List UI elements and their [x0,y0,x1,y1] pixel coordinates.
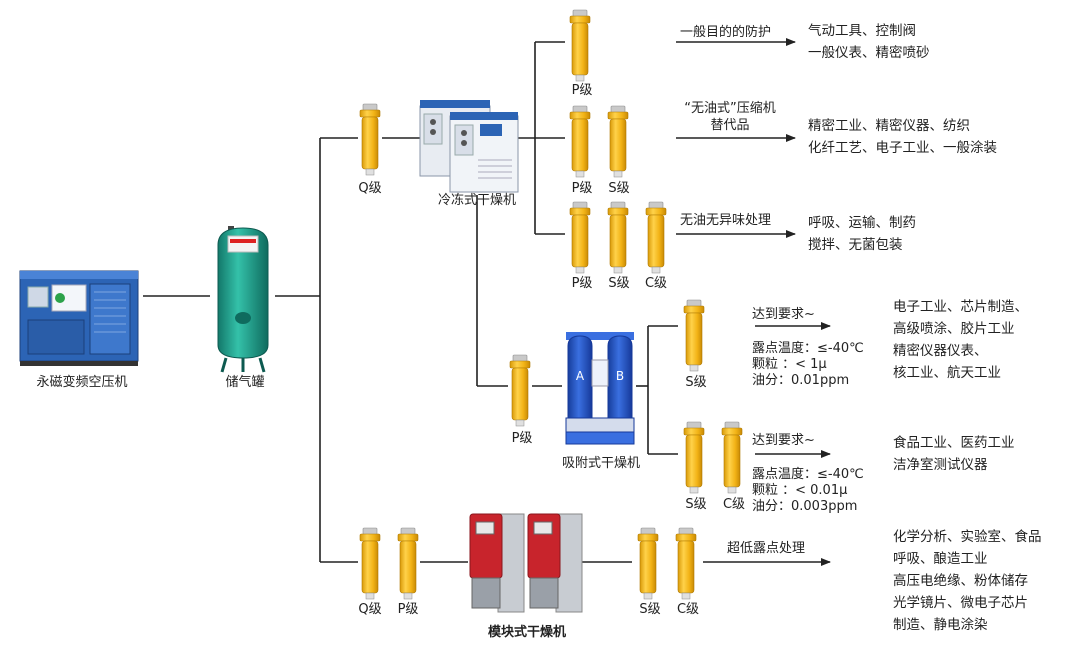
tank-image [217,226,269,373]
filter-q-refrigerated [359,103,381,176]
annotation-oilfree-line2: 替代品 [710,118,750,133]
modular-dryer-image [469,513,583,613]
applications-no-odor: 呼吸、运输、制药 搅拌、无菌包装 [808,215,916,253]
filter-q-modular [359,527,381,600]
filter-label-p-adsorption-in: P级 [511,431,533,446]
annotation-requirement-1: 达到要求~ [752,307,815,322]
adsorber-a-label: A [576,369,585,383]
filter-label-p-branch2: P级 [571,181,593,196]
spec2-oil: 油分：0.003ppm [752,499,858,514]
refrigerated-dryer-image [419,100,519,193]
filter-label-q-refrigerated: Q级 [358,181,382,196]
filter-p-branch3 [569,201,591,274]
filter-label-c-modular: C级 [676,602,700,617]
filter-label-p-branch3: P级 [571,276,593,291]
spec1-particle: 颗粒 ：< 1μ [752,357,827,372]
annotation-oilfree-line1: “无油式”压缩机 [684,101,776,116]
filter-label-s-branch2: S级 [608,181,630,196]
applications-general: 气动工具、控制阀 一般仪表、精密喷砂 [808,23,930,61]
filter-label-s-adsorption-1: S级 [685,375,707,390]
filter-s-branch2 [607,105,629,178]
filter-s-adsorption-1 [683,299,705,372]
filter-p-top [569,9,591,82]
filter-label-c-adsorption-2: C级 [722,497,746,512]
compressor-image [19,270,139,366]
applications-adsorption-1: 电子工业、芯片制造、 高级喷涂、胶片工业 精密仪器仪表、 核工业、航天工业 [893,299,1028,381]
adsorption-dryer-image: A B [565,332,635,445]
annotation-no-oil-odor: 无油无异味处理 [680,213,772,228]
spec2-particle: 颗粒 ：< 0.01μ [752,483,848,498]
filter-label-s-branch3: S级 [608,276,630,291]
annotation-requirement-2: 达到要求~ [752,433,815,448]
filter-p-branch2 [569,105,591,178]
filter-label-q-modular: Q级 [358,602,382,617]
spec2-dew-point: 露点温度：≤-40℃ [752,467,864,482]
filter-label-p-modular: P级 [397,602,419,617]
filter-label-p-top: P级 [571,83,593,98]
applications-adsorption-2: 食品工业、医药工业 洁净室测试仪器 [893,435,1015,473]
adsorption-dryer-label: 吸附式干燥机 [561,456,641,471]
filter-c-branch3 [645,201,667,274]
filter-label-s-modular: S级 [639,602,661,617]
filter-label-c-branch3: C级 [644,276,668,291]
applications-oilfree: 精密工业、精密仪器、纺织 化纤工艺、电子工业、一般涂装 [808,118,997,156]
adsorber-b-label: B [616,369,624,383]
spec1-dew-point: 露点温度：≤-40℃ [752,341,864,356]
spec1-oil: 油分：0.01ppm [752,373,850,388]
filter-s-adsorption-2 [683,421,705,494]
filter-p-adsorption-in [509,354,531,427]
arrows [676,38,831,566]
applications-ultra-low-dew: 化学分析、实验室、食品 呼吸、酿造工业 高压电绝缘、粉体储存 光学镜片、微电子芯… [893,529,1042,633]
annotation-general-protection: 一般目的的防护 [680,25,772,40]
filter-c-modular [675,527,697,600]
modular-dryer-label: 模块式干燥机 [487,625,567,640]
filter-p-modular [397,527,419,600]
filter-s-branch3 [607,201,629,274]
annotation-ultra-low-dew: 超低露点处理 [727,541,806,556]
compressor-label: 永磁变频空压机 [36,375,128,390]
refrigerated-dryer-label: 冷冻式干燥机 [437,193,517,208]
filter-s-modular [637,527,659,600]
filter-c-adsorption-2 [721,421,743,494]
tank-label: 储气罐 [225,375,265,390]
filter-label-s-adsorption-2: S级 [685,497,707,512]
